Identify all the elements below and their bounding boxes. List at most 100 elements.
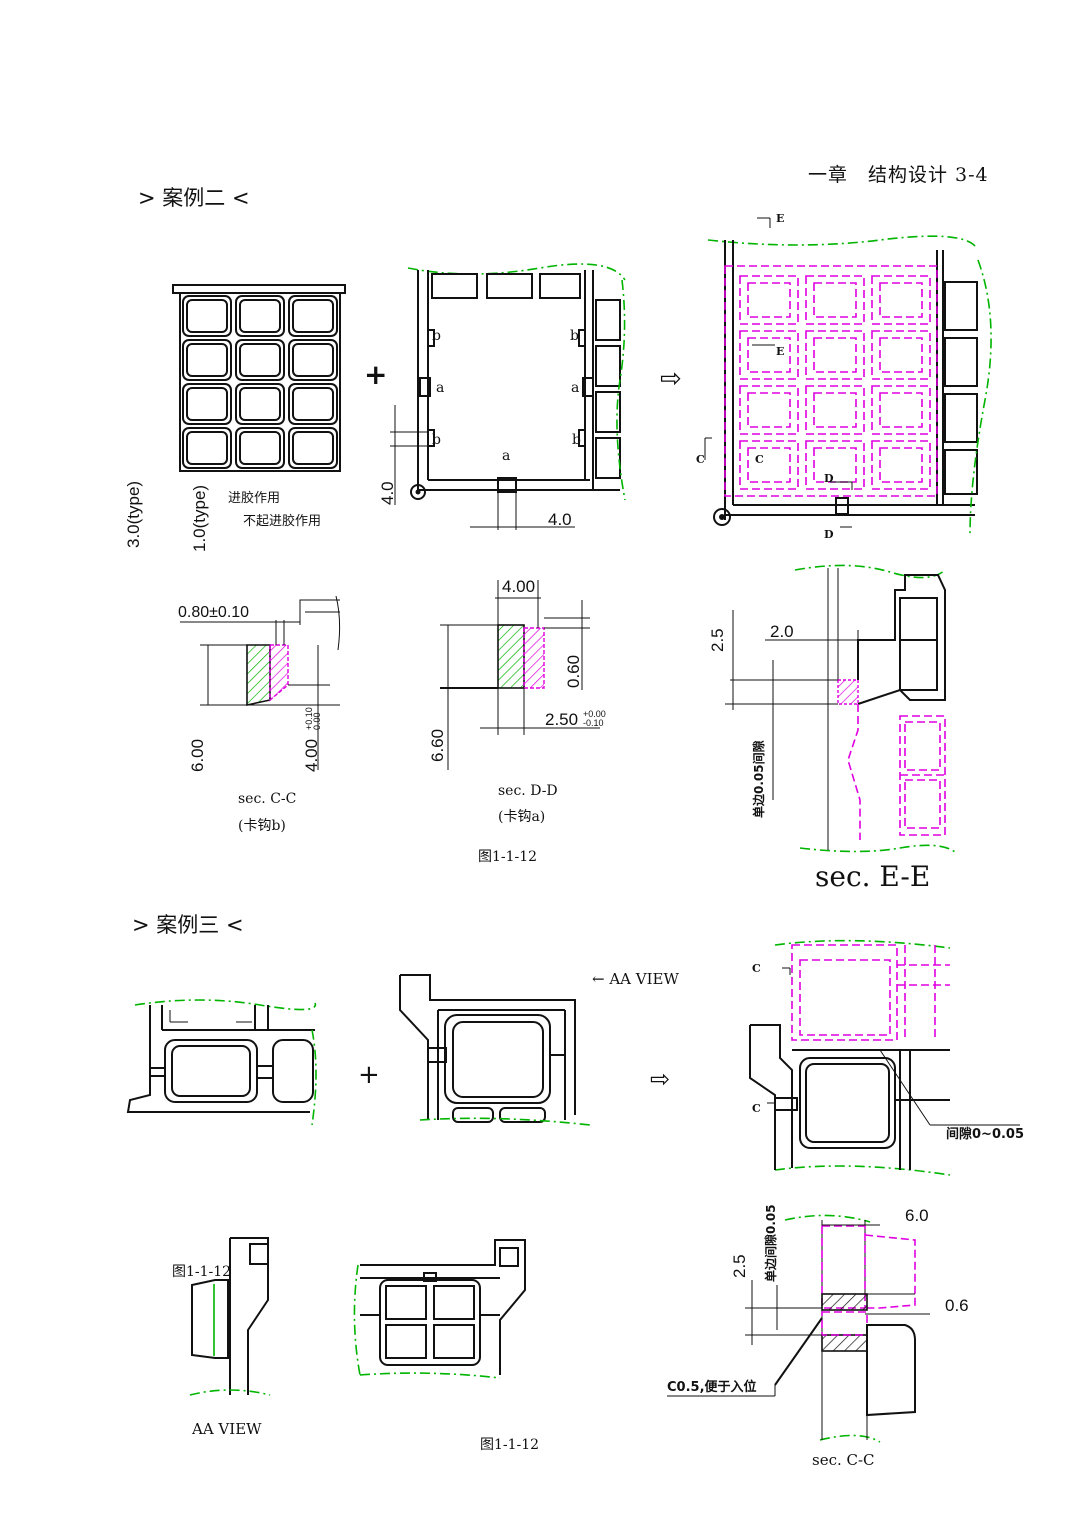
overlay-cell-inner xyxy=(747,282,791,318)
gap-note: 单边0.05间隙 xyxy=(752,740,766,818)
grid-cell xyxy=(182,383,232,425)
grid-cell-inner xyxy=(292,387,334,421)
section-mark-c: C xyxy=(755,453,764,466)
case2-part-b-frame xyxy=(390,263,626,530)
label-a: a xyxy=(571,380,580,396)
dim-4-0-horizontal: 4.0 xyxy=(548,510,572,529)
plus-icon: + xyxy=(364,358,388,391)
grid-cell-inner xyxy=(186,299,228,333)
grid-cell xyxy=(288,295,338,337)
overlay-cell-inner xyxy=(747,392,791,428)
sec-dd-subtitle: (卡钩a) xyxy=(498,809,546,825)
tolerance-lower: -0.10 xyxy=(583,718,604,728)
case3-part-b xyxy=(399,974,591,1126)
overlay-cell-inner xyxy=(879,337,923,373)
case2-sec-cc-drawing xyxy=(180,595,341,770)
dim-2-0: 2.0 xyxy=(770,622,794,641)
dim-6-0: 6.0 xyxy=(905,1206,929,1225)
section-mark-c: C xyxy=(752,962,761,975)
grid-cell xyxy=(182,339,232,381)
figure-caption: 图1-1-12 xyxy=(480,1437,540,1453)
dim-4-00: 4.00 xyxy=(502,577,536,596)
case3-aa-view-drawing xyxy=(189,1237,271,1396)
overlay-cell xyxy=(739,275,799,325)
overlay-cell xyxy=(805,385,865,435)
grid-cell xyxy=(235,427,285,469)
dim-0-60: 0.60 xyxy=(564,654,583,688)
section-mark-e: E xyxy=(776,212,785,225)
label-b: b xyxy=(572,432,581,448)
case2-sec-dd-drawing xyxy=(440,580,600,770)
overlay-cell xyxy=(739,440,799,490)
dim-2-5: 2.5 xyxy=(708,628,727,652)
overlay-cell xyxy=(871,330,931,380)
overlay-caption: 图1-1-12 xyxy=(172,1264,232,1280)
case3-part-a xyxy=(126,999,317,1126)
plus-icon: + xyxy=(358,1060,380,1090)
overlay-cell-inner xyxy=(813,282,857,318)
overlay-cell-inner xyxy=(813,392,857,428)
grid-cell xyxy=(288,383,338,425)
grid-cell-inner xyxy=(239,343,281,377)
dim-2-5: 2.5 xyxy=(730,1254,749,1278)
page-header: 一章 结构设计 3-4 xyxy=(808,164,989,186)
dim-6-60: 6.60 xyxy=(428,728,447,762)
dim-1-0-type: 1.0(type) xyxy=(190,484,209,552)
gap-note: 单边间隙0.05 xyxy=(764,1204,778,1282)
label-b: b xyxy=(570,328,579,344)
grid-cell-inner xyxy=(292,299,334,333)
aa-view-arrow: ← AA VIEW xyxy=(592,970,679,988)
label-a: a xyxy=(502,448,511,464)
section-mark-e: E xyxy=(776,345,785,358)
label-b: b xyxy=(432,328,441,344)
grid-cell xyxy=(182,295,232,337)
overlay-cell xyxy=(739,330,799,380)
section-mark-c: C xyxy=(752,1102,761,1115)
overlay-cell xyxy=(805,330,865,380)
grid-cell-inner xyxy=(239,431,281,465)
grid-cell-inner xyxy=(292,343,334,377)
overlay-cell-inner xyxy=(747,447,791,483)
grid-cell xyxy=(288,339,338,381)
sec-cc-title: sec. C-C xyxy=(238,791,297,807)
dim-2-50: 2.50 xyxy=(545,710,579,729)
arrow-right-icon: ⇨ xyxy=(660,364,682,394)
case3-part-view-drawing xyxy=(353,1239,526,1379)
sec-cc-subtitle: (卡钩b) xyxy=(238,818,286,834)
tolerance-lower: 0.00 xyxy=(312,712,322,730)
case3-sec-cc-drawing xyxy=(667,1214,930,1443)
sec-dd-title: sec. D-D xyxy=(498,783,558,799)
dim-6-00: 6.00 xyxy=(188,738,207,772)
overlay-cell-inner xyxy=(879,282,923,318)
note-no-glue: 不起进胶作用 xyxy=(243,514,322,529)
grid-cell xyxy=(288,427,338,469)
case3-assembly xyxy=(749,939,1020,1176)
grid-cell-inner xyxy=(239,387,281,421)
section-mark-d: D xyxy=(824,472,834,485)
overlay-cell xyxy=(871,275,931,325)
grid-cell-inner xyxy=(186,431,228,465)
case2-assembly xyxy=(707,235,992,536)
grid-cell xyxy=(182,427,232,469)
overlay-cell-inner xyxy=(879,392,923,428)
case2-sec-ee-drawing xyxy=(725,564,956,853)
chamfer-note: C0.5,便于入位 xyxy=(667,1380,757,1395)
aa-view-label: AA VIEW xyxy=(192,1420,262,1438)
grid-cell xyxy=(235,383,285,425)
dim-4-00: 4.00 xyxy=(302,738,321,772)
dim-0-6: 0.6 xyxy=(945,1296,969,1315)
case2-title: > 案例二 < xyxy=(138,186,250,210)
overlay-cell-inner xyxy=(813,447,857,483)
tolerance-upper: +0.00 xyxy=(583,709,606,719)
grid-cell-inner xyxy=(186,387,228,421)
gap-note: 间隙0~0.05 xyxy=(946,1127,1025,1142)
sec-cc-title: sec. C-C xyxy=(812,1451,875,1469)
grid-cell xyxy=(235,295,285,337)
note-glue: 进胶作用 xyxy=(228,491,281,506)
dim-0-80: 0.80±0.10 xyxy=(178,604,250,621)
dim-4-0-vertical: 4.0 xyxy=(378,481,397,505)
overlay-cell xyxy=(805,275,865,325)
label-b: b xyxy=(432,432,441,448)
overlay-cell-inner xyxy=(879,447,923,483)
sec-ee-title: sec. E-E xyxy=(815,860,931,893)
